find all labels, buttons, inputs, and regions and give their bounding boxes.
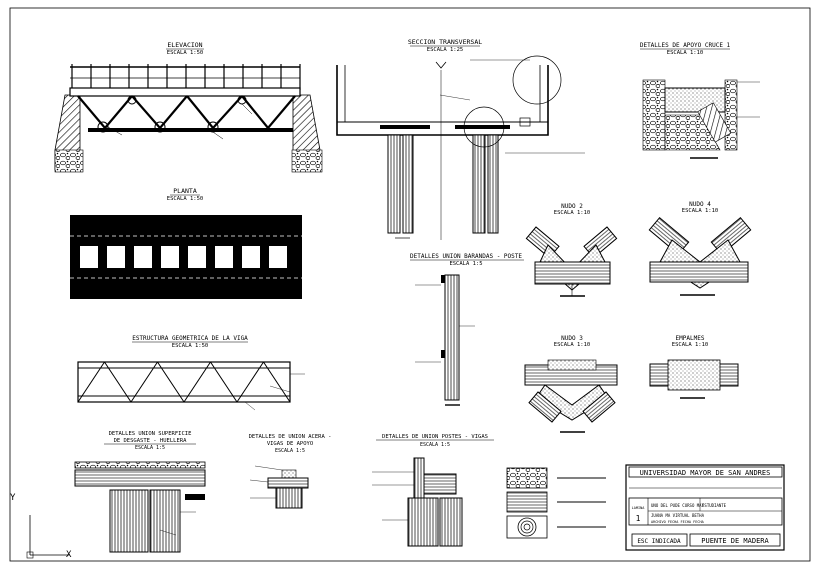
node3-scale: ESCALA 1:10 [554, 342, 590, 348]
elevation-scale: ESCALA 1:50 [167, 50, 203, 56]
splices-detail: EMPALMES ESCALA 1:10 [649, 335, 739, 399]
postbeam-scale: ESCALA 1:5 [420, 442, 450, 448]
ucs-axes-icon: Y X [10, 493, 72, 560]
student-label: ESTUDIANTE [702, 503, 727, 508]
beam-geometry: ESTRUCTURA GEOMETRICA DE LA VIGA ESCALA … [77, 335, 305, 411]
node2-scale: ESCALA 1:10 [554, 210, 590, 216]
file-date-row: ARCHIVO FECHA FECHA FECHA [651, 520, 705, 524]
surface-title-1: DETALLES UNION SUPERFICIE [109, 431, 192, 437]
node3-title: NUDO 3 [561, 335, 583, 342]
title-block: UNIVERSIDAD MAYOR DE SAN ANDRES LAMINA 1… [625, 464, 785, 551]
sheet-frame [9, 7, 811, 562]
splices-scale: ESCALA 1:10 [672, 342, 708, 348]
elevation-title: ELEVACION [167, 41, 202, 49]
node-4-detail: NUDO 4 ESCALA 1:10 [648, 201, 752, 296]
beam-scale: ESCALA 1:50 [172, 343, 208, 349]
cross-section-view: SECCION TRANSVERSAL ESCALA 1:25 [336, 38, 585, 240]
project-title: PUENTE DE MADERA [701, 537, 769, 545]
railing-title: DETALLES UNION BARANDAS - POSTE [410, 253, 522, 260]
university-name: UNIVERSIDAD MAYOR DE SAN ANDRES [640, 469, 771, 477]
wearing-surface-detail: DETALLES UNION SUPERFICIE DE DESGASTE - … [74, 431, 206, 553]
surface-scale: ESCALA 1:5 [135, 445, 165, 451]
sidewalk-title-2: VIGAS DE APOYO [267, 441, 313, 447]
x-axis-label: X [66, 550, 72, 560]
section-title: SECCION TRANSVERSAL [408, 38, 482, 46]
plan-scale: ESCALA 1:50 [167, 196, 203, 202]
sidewalk-scale: ESCALA 1:5 [275, 448, 305, 454]
support-title: DETALLES DE APOYO CRUCE 1 [640, 42, 731, 49]
railing-scale: ESCALA 1:5 [449, 261, 482, 267]
student-name: JUANA MA VIRTUAL BETHA [651, 513, 705, 518]
plan-view: PLANTA ESCALA 1:50 [70, 187, 302, 299]
node4-scale: ESCALA 1:10 [682, 208, 718, 214]
y-axis-label: Y [10, 493, 16, 503]
plan-title: PLANTA [173, 187, 197, 195]
railing-post-detail: DETALLES UNION BARANDAS - POSTE ESCALA 1… [410, 253, 524, 406]
surface-title-2: DE DESGASTE - HUELLERA [114, 438, 188, 444]
course-row: UNO DEL PUDE CURSO MAY [651, 503, 705, 508]
lamina-label: LAMINA [632, 506, 646, 510]
postbeam-title: DETALLES DE UNION POSTES - VIGAS [382, 434, 488, 440]
scale-indicated: ESC INDICADA [637, 538, 681, 545]
sidewalk-beam-detail: DETALLES DE UNION ACERA - VIGAS DE APOYO… [249, 434, 332, 509]
sidewalk-title-1: DETALLES DE UNION ACERA - [249, 434, 332, 440]
post-beam-detail: DETALLES DE UNION POSTES - VIGAS ESCALA … [372, 434, 494, 547]
beam-title: ESTRUCTURA GEOMETRICA DE LA VIGA [132, 335, 248, 342]
splices-title: EMPALMES [676, 335, 705, 342]
lamina-number: 1 [636, 514, 641, 523]
node2-title: NUDO 2 [561, 203, 583, 210]
elevation-view: ELEVACION ESCALA 1:50 [54, 41, 323, 173]
support-scale: ESCALA 1:10 [667, 50, 703, 56]
node-3-detail: NUDO 3 ESCALA 1:10 [524, 335, 618, 433]
node4-title: NUDO 4 [689, 201, 711, 208]
node-2-detail: NUDO 2 ESCALA 1:10 [525, 203, 618, 297]
materials-legend [506, 467, 606, 539]
section-scale: ESCALA 1:25 [427, 47, 463, 53]
support-detail: DETALLES DE APOYO CRUCE 1 ESCALA 1:10 [640, 42, 760, 159]
